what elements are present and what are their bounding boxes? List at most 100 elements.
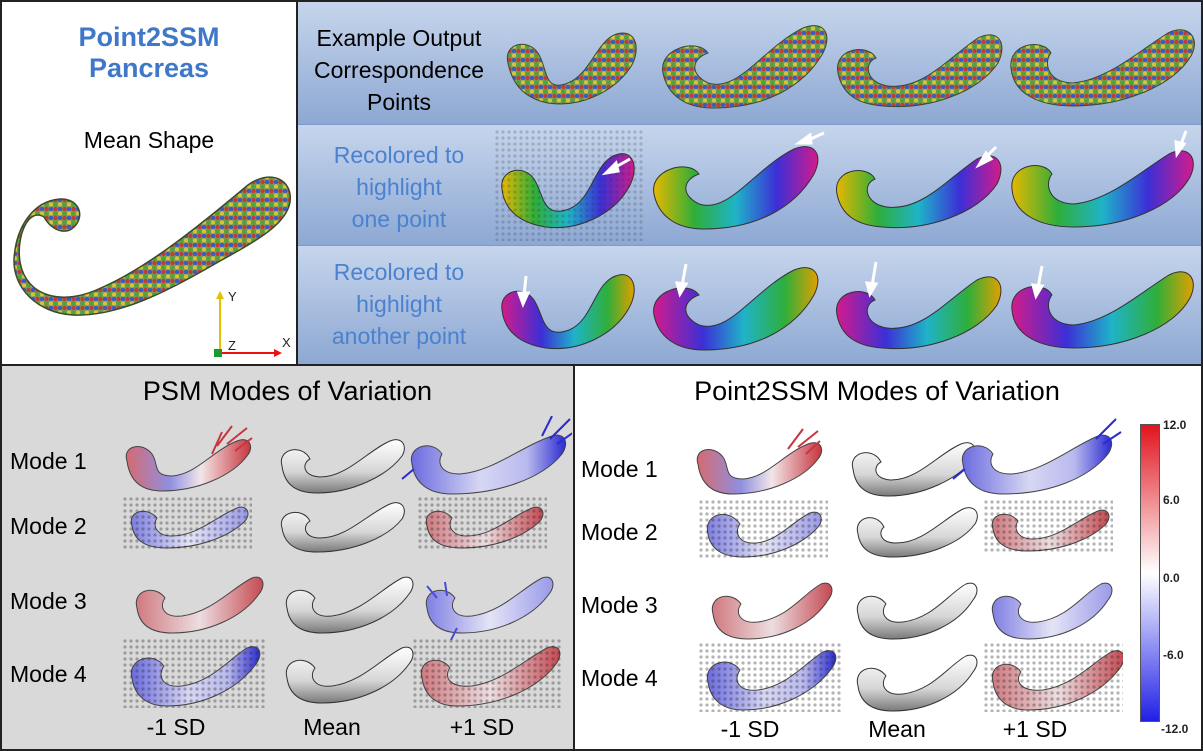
highlight-another-shapes [501,261,1194,351]
point2ssm-modes-panel: Point2SSM Modes of Variation Mode 1 Mode… [573,364,1203,751]
p2s-mode1-mean [851,442,976,497]
psm-mode1-plus [401,416,572,495]
psm-mode3-minus [135,576,264,634]
psm-shape-grid [122,416,572,708]
shape-highlight1-2 [653,146,819,230]
arrow-icon [601,157,631,176]
p2s-mode3-plus [991,582,1113,640]
shape-highlight2-3 [836,276,1002,350]
shape-example-4 [1010,29,1195,107]
point2ssm-shape-grid [696,418,1123,712]
axis-y-label: Y [228,289,237,304]
shape-highlight2-4 [1011,271,1194,349]
column-label: -1 SD [720,716,780,742]
colorbar-tick: -6.0 [1163,648,1184,662]
colorbar [1140,424,1160,722]
method-title-line1: Point2SSM [78,22,220,52]
arrow-icon [864,261,879,298]
highlight-one-shapes [494,129,1194,241]
p2s-mode4-minus [698,642,843,712]
mode-label: Mode 3 [581,592,658,618]
p2s-mode1-minus [696,428,823,495]
row-label-line: Example Output [316,25,482,51]
mode-label: Mode 3 [10,588,87,614]
point2ssm-title: Point2SSM Modes of Variation [694,376,1060,406]
column-label: Mean [303,714,361,740]
mean-shape-label: Mean Shape [83,127,215,153]
row-label-line: Correspondence [313,57,485,83]
psm-mode2-minus [122,496,252,551]
shape-highlight1-1 [494,129,644,241]
row-label-line: Recolored to [333,142,465,168]
row-label-line: highlight [356,174,442,200]
row-label: Example Output Correspondence Points [300,22,498,118]
psm-title: PSM Modes of Variation [142,376,433,406]
p2s-mode2-mean [856,507,978,558]
psm-mode4-minus [122,638,267,708]
row-label: Recolored to highlight one point [300,139,498,235]
shape-highlight2-1 [501,274,635,350]
row-label-line: highlight [356,291,442,317]
axis-triad-icon: Y Z X [214,289,291,357]
example-shapes [506,25,1195,109]
shape-highlight2-2 [653,267,819,351]
p2s-mode1-plus [952,418,1122,495]
shape-example-3 [837,34,1003,108]
dataset-title-line2: Pancreas [88,53,210,83]
row-label-line: Points [367,89,431,115]
psm-mode1-mean [280,439,405,494]
shape-highlight1-3 [836,155,1002,229]
psm-mode2-mean [280,502,405,553]
column-label: +1 SD [449,714,515,740]
column-label: +1 SD [1002,716,1068,742]
p2s-mode2-plus [983,499,1113,554]
mode-label: Mode 1 [581,456,658,482]
shape-highlight1-4 [1011,150,1194,228]
arrow-icon [674,263,689,298]
row-label-line: Recolored to [333,259,465,285]
arrow-icon [516,275,531,308]
arrow-icon [1174,130,1188,159]
row-example-output: Example Output Correspondence Points [298,2,1201,125]
colorbar-tick: 6.0 [1163,493,1180,507]
mode-label: Mode 2 [581,519,658,545]
psm-mode4-mean [285,646,414,704]
colorbar-tick: -12.0 [1161,722,1189,736]
method-title: Point2SSM Pancreas [2,22,296,84]
row-label: Recolored to highlight another point [300,256,498,352]
row-highlight-one-point: Recolored to highlight one point [298,125,1201,246]
p2s-mode3-minus [711,582,833,640]
psm-mode2-plus [417,496,547,551]
shape-example-1 [506,32,637,105]
mode-label: Mode 1 [10,448,87,474]
psm-mode3-plus [425,576,554,641]
column-label: Mean [868,716,926,742]
mean-shape-panel: Point2SSM Pancreas Mean Shape Y Z X [0,0,298,366]
p2s-mode4-mean [856,654,978,712]
shape-example-2 [662,25,828,109]
row-label-line: another point [331,323,467,349]
row-highlight-another-point: Recolored to highlight another point [298,246,1201,364]
correspondence-panel: Example Output Correspondence Points [296,0,1203,366]
axis-x-label: X [282,335,291,350]
column-label: -1 SD [146,714,206,740]
p2s-mode2-minus [698,499,828,559]
colorbar-tick: 0.0 [1163,571,1180,585]
arrow-icon [1030,265,1045,300]
mode-label: Mode 4 [581,665,658,691]
row-label-line: one point [351,206,447,232]
arrow-icon [975,145,998,169]
p2s-mode4-plus [983,642,1123,712]
psm-modes-panel: PSM Modes of Variation Mode 1 Mode 2 Mod… [0,364,575,751]
colorbar-tick: 12.0 [1163,418,1187,432]
mode-label: Mode 4 [10,661,87,687]
psm-mode4-plus [412,638,562,708]
arrow-icon [794,131,825,145]
psm-mode1-minus [125,425,253,492]
p2s-mode3-mean [856,582,978,640]
mean-shape-render [13,176,291,316]
psm-mode3-mean [285,576,414,634]
axis-z-label: Z [228,338,236,353]
mode-label: Mode 2 [10,513,87,539]
